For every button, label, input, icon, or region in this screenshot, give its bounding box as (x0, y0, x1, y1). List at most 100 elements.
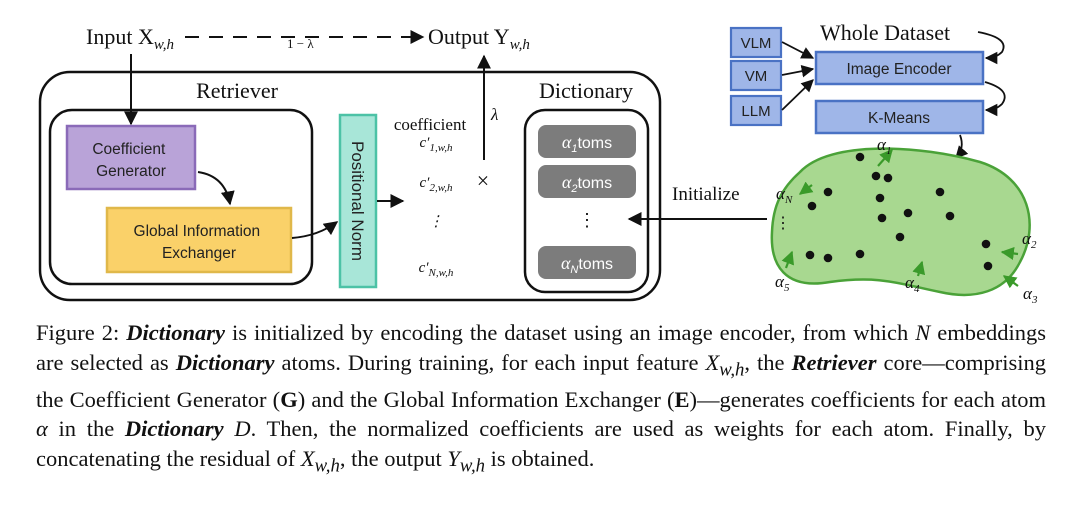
kmeans-label: K-Means (868, 110, 930, 127)
kmeans-box (814, 99, 985, 135)
cg-to-gie-arrow (197, 171, 235, 206)
model-label: LLM (741, 103, 770, 120)
caption-text (224, 416, 235, 441)
caption-dictionary: Dictionary (126, 320, 225, 345)
caption-math-e: E (674, 386, 690, 412)
retriever-box (48, 108, 314, 286)
coefficient-item: ⋮ (429, 214, 444, 230)
atom-label: α1toms (562, 132, 612, 155)
cluster-point (981, 239, 991, 249)
coefficient-item: c′1,w,h (420, 135, 453, 154)
positional-norm-label: Positional Norm (348, 141, 367, 261)
model-to-encoder-arrow (781, 79, 814, 111)
cluster-point (883, 173, 893, 183)
cluster-point (903, 208, 913, 218)
caption-math-alpha: α (36, 416, 48, 441)
coefficient-list: c′1,w,hc′2,w,h⋮c′N,w,h (419, 135, 454, 279)
coefficient-generator-box (65, 124, 197, 191)
dataset-loop-arrow (977, 31, 1005, 65)
caption-text: )—generates coefficients for each atom (689, 386, 1046, 412)
cluster-atom-label: α2 (1022, 229, 1037, 251)
global-info-exchanger-label: Global Information Exchanger (134, 223, 265, 262)
cluster-atom-arrow (1000, 246, 1019, 261)
caption-math-sub: w,h (719, 359, 745, 380)
cluster-points (805, 152, 993, 271)
image-encoder-label: Image Encoder (846, 61, 951, 78)
atom-list: α1toms α2toms αNtoms (538, 125, 636, 279)
lambda-label: λ (490, 105, 498, 124)
cluster-point (805, 250, 815, 260)
cluster-atom-label: α3 (1023, 284, 1038, 306)
caption-text: in the (47, 416, 125, 441)
cluster-atom-label: α5 (775, 272, 790, 294)
encoder-to-kmeans-arrow (984, 81, 1006, 117)
caption-text: . Then, the normalized coefficients are … (250, 416, 884, 441)
caption-dictionary: Dictionary (175, 349, 275, 375)
cluster-point (855, 249, 865, 259)
caption-math-x: X (300, 445, 315, 471)
whole-dataset-label: Whole Dataset (820, 20, 950, 45)
caption-math-sub: w,h (314, 455, 340, 476)
dictionary-title: Dictionary (539, 78, 633, 103)
initialize-label: Initialize (672, 184, 740, 205)
architecture-diagram: Input Xw,h 1 − λ Output Yw,h Retriever C… (38, 20, 1038, 306)
caption-text: atom. Finally, by concatenating the resi… (36, 416, 1046, 471)
cluster-atom-arrows (781, 149, 1019, 289)
model-label: VM (745, 68, 768, 85)
model-to-encoder-arrow (781, 64, 815, 78)
caption-figure-label: Figure 2: (36, 320, 127, 345)
caption-text: , the output (339, 445, 448, 471)
kmeans-to-cluster-arrow (955, 134, 969, 159)
cluster-point (895, 232, 905, 242)
cluster-atom-label: αN (776, 184, 793, 206)
caption-retriever: Retriever (791, 349, 877, 375)
coefficient-title: coefficient (394, 115, 467, 134)
cluster-point (823, 253, 833, 263)
model-box (729, 94, 783, 127)
caption-math-n: N (915, 320, 931, 345)
cluster-atom-arrow (798, 181, 814, 195)
image-encoder-box (814, 50, 985, 86)
cluster-blob (770, 147, 1031, 297)
gie-to-posnorm-arrow (291, 221, 339, 239)
coefficient-generator-label: Coefficient Generator (92, 141, 169, 180)
model-box (729, 59, 783, 92)
cluster-point (871, 171, 881, 181)
cluster-atom-label: α4 (905, 273, 920, 295)
atom-label: αNtoms (561, 253, 613, 276)
cluster-atom-labels: α1 αN α2 α3 α4 α5 (775, 135, 1038, 306)
atom-label: α2toms (562, 172, 612, 195)
atoms-ellipsis: ⋮ (578, 210, 596, 230)
atom-box (538, 246, 636, 279)
caption-math-y: Y (447, 445, 460, 471)
model-box (729, 26, 783, 59)
caption-math-g: G (280, 386, 298, 412)
cluster-atom-arrow (1002, 275, 1019, 289)
cluster-point (983, 261, 993, 271)
cluster-atom-label: α1 (877, 135, 891, 157)
cluster-point (855, 152, 865, 162)
cluster-point (875, 193, 885, 203)
retriever-title: Retriever (196, 78, 279, 103)
caption-text: embeddings are selected as (36, 320, 1046, 375)
outer-container (38, 70, 662, 302)
output-label: Output Yw,h (428, 24, 530, 53)
caption-text: core—comprising the Coefficient Generato… (36, 349, 1046, 412)
model-to-encoder-arrow (781, 41, 815, 59)
caption-dictionary: Dictionary (124, 416, 224, 441)
atom-box (538, 125, 636, 158)
caption-text: ) and the Global Information Exchanger ( (297, 386, 675, 412)
cluster-point (807, 201, 817, 211)
cluster-atom-arrow (912, 260, 926, 277)
dictionary-box (523, 108, 650, 294)
cluster-atom-arrow (781, 250, 795, 269)
atom-box (538, 165, 636, 198)
caption-text: , the (744, 349, 792, 375)
caption-text: atoms. During training, for each input f… (274, 349, 706, 375)
cluster-point (823, 187, 833, 197)
coefficient-item: c′N,w,h (419, 260, 454, 279)
cluster-atom-arrow (877, 149, 893, 167)
positional-norm-box (338, 113, 378, 289)
input-label: Input Xw,h (86, 24, 174, 53)
